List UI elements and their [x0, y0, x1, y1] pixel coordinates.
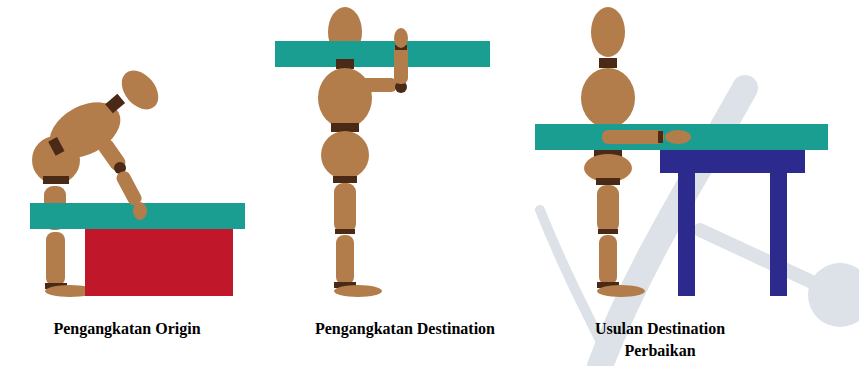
caption-label: Pengangkatan Origin	[17, 318, 237, 340]
caption-label: Pengangkatan Destination	[285, 318, 525, 340]
figure-destination	[275, 7, 490, 297]
caption-label: Usulan Destination Perbaikan	[571, 318, 749, 362]
figure-origin	[30, 64, 245, 297]
figure-proposed	[535, 7, 828, 297]
